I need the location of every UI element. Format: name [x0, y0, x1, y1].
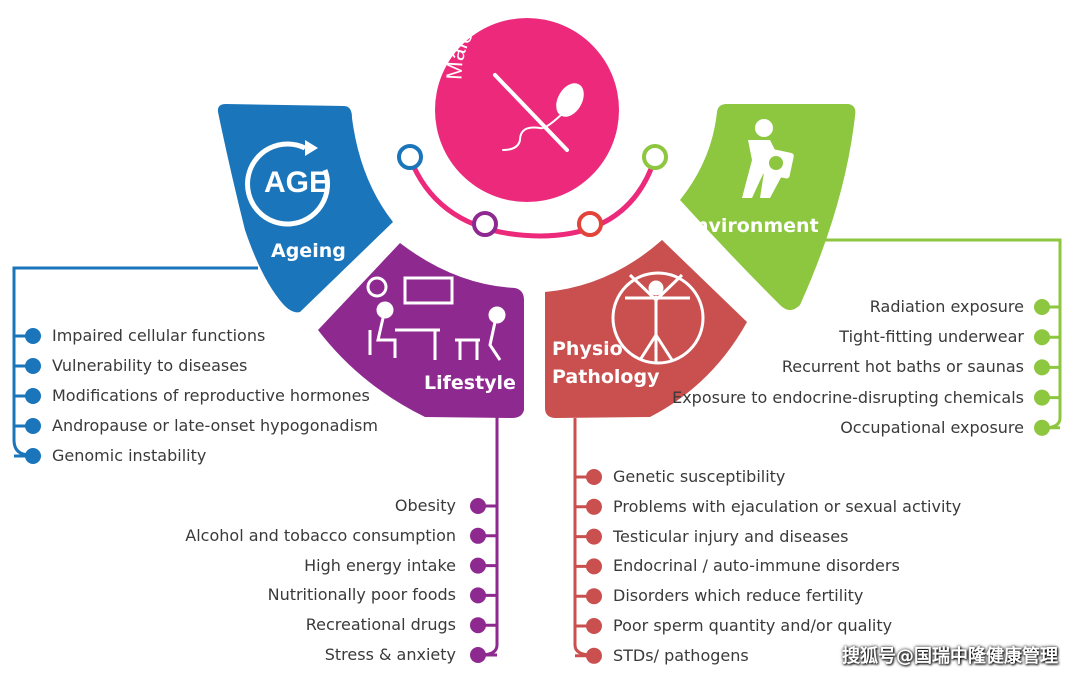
lifestyle-bullet-dot	[470, 647, 486, 663]
ageing-list-item: Modifications of reproductive hormones	[52, 386, 370, 405]
physio-list-item: Poor sperm quantity and/or quality	[613, 616, 893, 635]
ageing-list-item: Andropause or late-onset hypogonadism	[52, 416, 378, 435]
environment-label: Environment	[682, 215, 819, 237]
desk-worker-icon	[366, 276, 506, 361]
connector-arc	[407, 157, 658, 239]
environment-segment	[680, 104, 856, 310]
age-cycle-icon: AGE	[245, 140, 330, 227]
arc-node-green	[642, 144, 668, 170]
physio-list-item: Problems with ejaculation or sexual acti…	[613, 496, 962, 516]
physio-bullet-dot	[586, 558, 602, 575]
environment-bullet-dot	[1034, 419, 1050, 436]
ageing-bullet-dot	[25, 448, 41, 464]
environment-bullet-dot	[1034, 299, 1050, 315]
ageing-bullet-dot	[25, 358, 41, 374]
environment-list-item: Exposure to endocrine-disrupting chemica…	[672, 387, 1024, 407]
lifestyle-bullet-dot	[470, 617, 486, 634]
crossed-sperm-icon	[0, 0, 584, 152]
physio-bullet-dot	[586, 618, 602, 634]
physio-segment	[545, 240, 747, 418]
ageing-bullet-dot	[25, 388, 41, 404]
environment-bullet-dot	[1034, 389, 1050, 406]
physio-bullet-dot	[586, 588, 602, 605]
ageing-bullet-dot	[25, 418, 41, 434]
lifestyle-list-item: Nutritionally poor foods	[267, 585, 456, 605]
physio-bullet-dot	[586, 528, 602, 545]
environment-list-item: Recurrent hot baths or saunas	[781, 357, 1024, 377]
lifestyle-list-item: Alcohol and tobacco consumption	[185, 525, 456, 545]
environment-bullet-dot	[1034, 329, 1050, 346]
lifestyle-list-item: Obesity	[394, 496, 456, 515]
lifestyle-list-item: High energy intake	[304, 555, 456, 575]
arc-node-blue	[397, 144, 423, 170]
lifestyle-list-item: Stress & anxiety	[324, 645, 456, 664]
worker-radiation-icon	[742, 119, 794, 198]
physio-label-line1: Physio	[552, 338, 623, 360]
ageing-bullet-dot	[25, 328, 41, 344]
lifestyle-bullet-dot	[470, 557, 486, 574]
ageing-list-item: Vulnerability to diseases	[52, 356, 248, 375]
arc-node-red	[577, 211, 603, 237]
physio-list-item: Disorders which reduce fertility	[613, 586, 864, 606]
ageing-label: Ageing	[271, 240, 346, 262]
ageing-list-item: Impaired cellular functions	[52, 326, 266, 345]
physio-bullet-dot	[586, 647, 602, 664]
lifestyle-bullet-dot	[470, 498, 486, 514]
ageing-list-item: Genomic instability	[52, 446, 207, 465]
watermark: 搜狐号@国瑞中隆健康管理	[842, 646, 1058, 667]
lifestyle-bullet-dot	[470, 527, 486, 544]
svg-text:AGE: AGE	[264, 166, 329, 199]
physio-list-item: STDs/ pathogens	[613, 645, 749, 665]
environment-list-item: Occupational exposure	[840, 417, 1024, 437]
physio-bullet-dot	[586, 498, 602, 515]
vitruvian-man-icon	[611, 271, 705, 365]
lifestyle-label: Lifestyle	[424, 372, 516, 394]
lifestyle-list-item: Recreational drugs	[305, 615, 456, 635]
physio-list-item: Genetic susceptibility	[613, 467, 786, 486]
physio-bullet-dot	[586, 469, 602, 485]
environment-list-item: Radiation exposure	[869, 297, 1024, 316]
physio-label-line2: Pathology	[552, 366, 660, 388]
lifestyle-bullet-dot	[470, 587, 486, 604]
physio-list-item: Endocrinal / auto-immune disorders	[613, 556, 900, 576]
physio-list-item: Testicular injury and diseases	[613, 526, 849, 546]
environment-list-item: Tight-fitting underwear	[839, 327, 1024, 347]
arc-node-purple	[472, 211, 498, 237]
environment-bullet-dot	[1034, 359, 1050, 376]
